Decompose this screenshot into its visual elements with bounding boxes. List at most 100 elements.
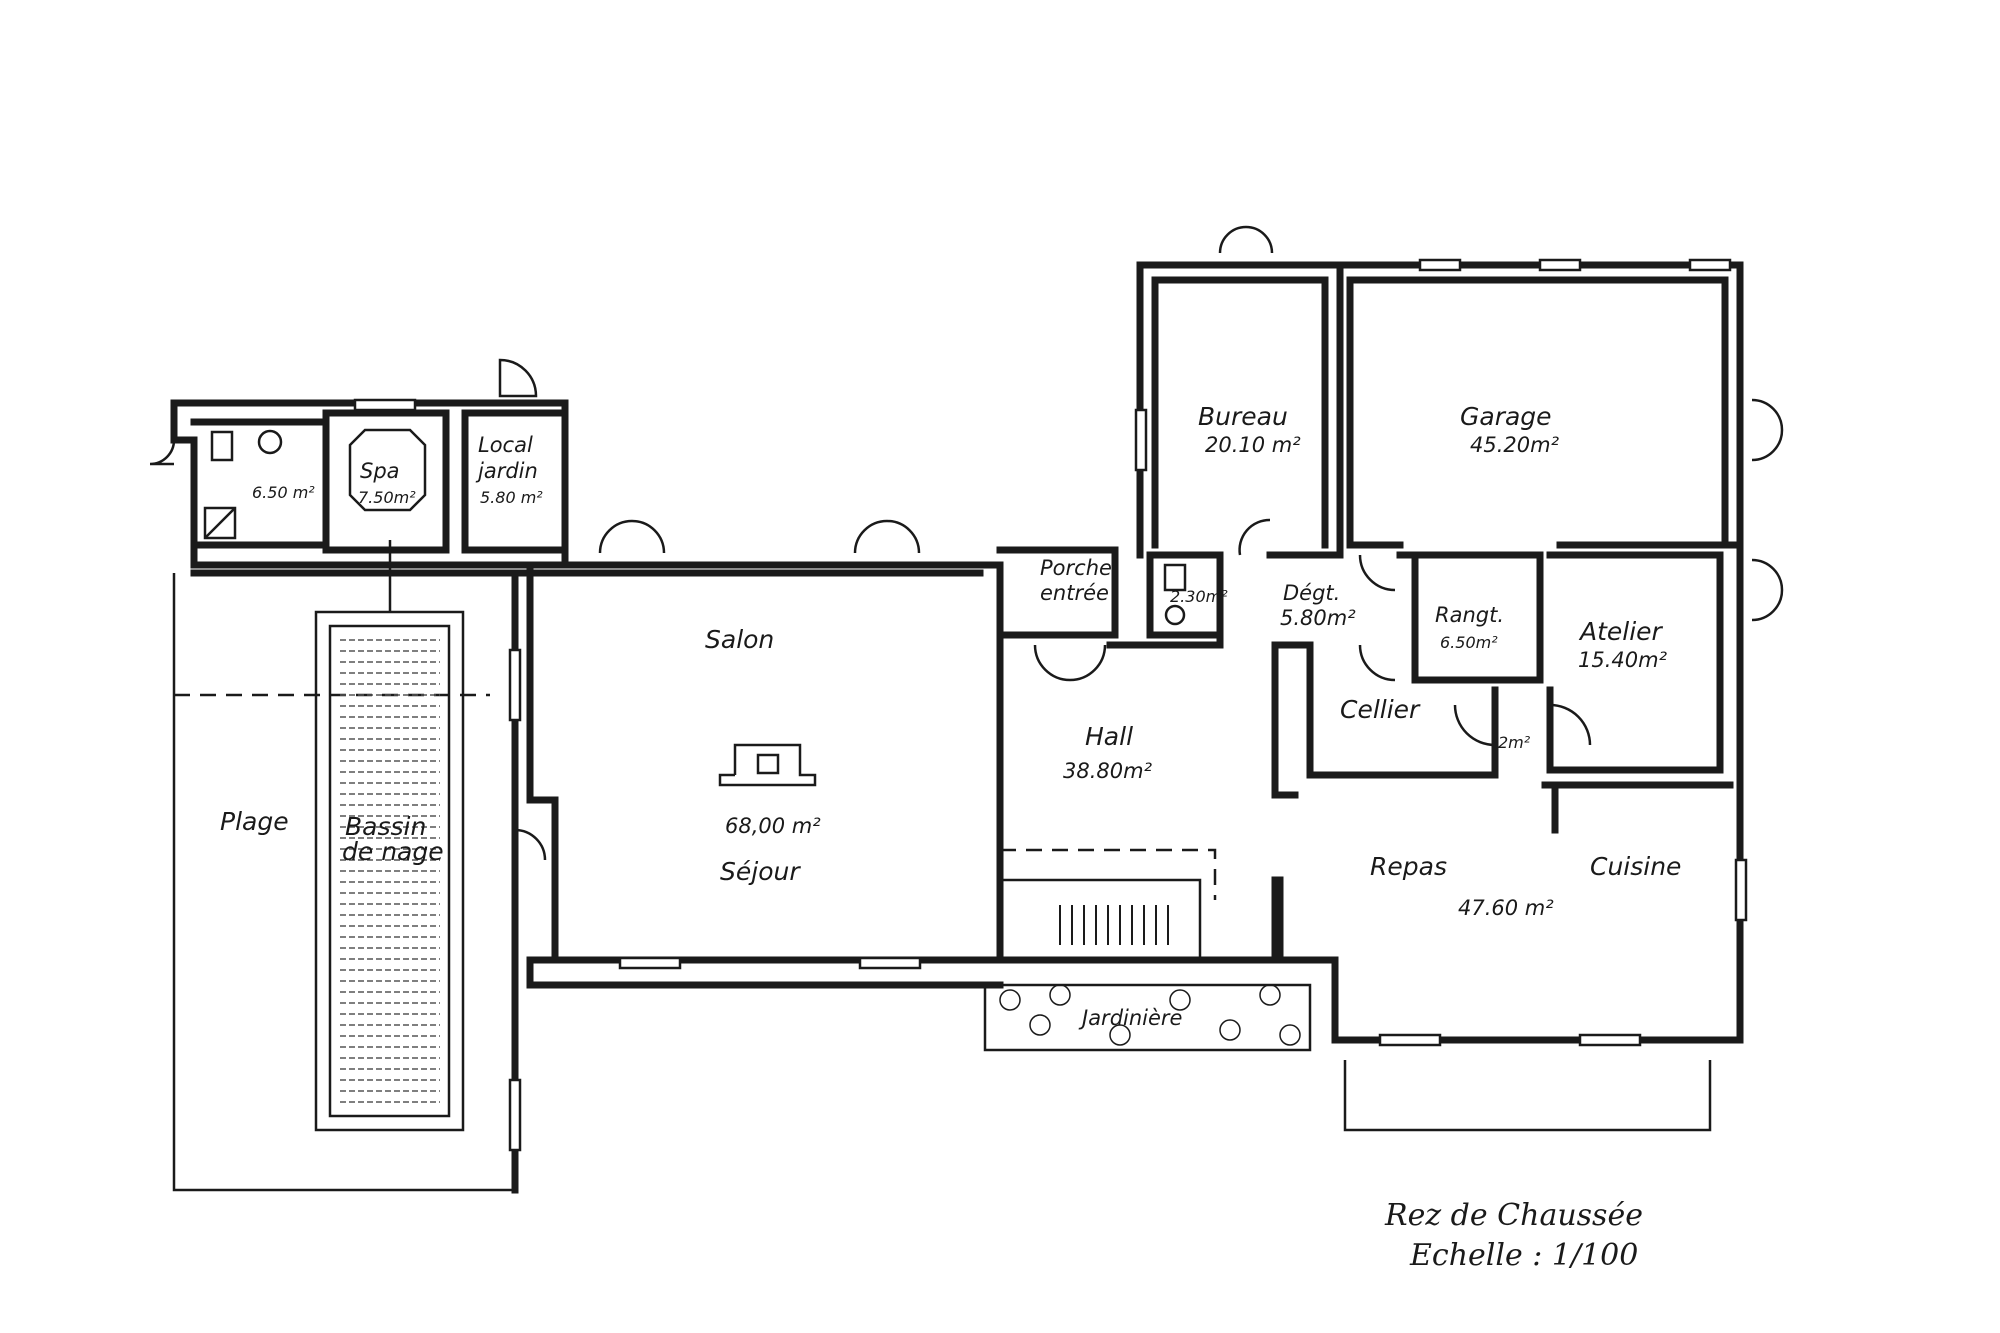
salon-outer-wall [526, 561, 1004, 964]
door-salon-2[interactable] [853, 519, 921, 554]
door-garage[interactable] [1751, 398, 1784, 462]
wc2-wall [1146, 551, 1224, 639]
fixtures [203, 428, 1187, 626]
plant-icon [1049, 984, 1071, 1006]
shower-icon [204, 507, 236, 539]
local-name-label-2: jardin [475, 459, 538, 483]
window [858, 956, 922, 970]
plan-scale: Echelle : 1/100 [1409, 1238, 1638, 1273]
rangt-name-label: Rangt. [1435, 603, 1504, 627]
door-degt[interactable] [1358, 554, 1396, 592]
plant-icon [1279, 1024, 1301, 1046]
bassin-label-2: de nage [342, 837, 444, 866]
window [1538, 258, 1582, 272]
local-jardin-wall [461, 409, 569, 554]
atelier-wall [1546, 551, 1724, 774]
plan-title: Rez de Chaussée [1384, 1198, 1643, 1233]
bureau-name-label: Bureau [1198, 402, 1288, 431]
garage-inner-wall [1346, 276, 1729, 549]
door-salon-1[interactable] [598, 519, 666, 554]
wc-area-label: 6.50 m² [252, 483, 315, 502]
door-cellier[interactable] [1358, 644, 1396, 682]
jardiniere-plants [999, 984, 1301, 1046]
bureau-inner-wall [1151, 276, 1329, 549]
window [1418, 258, 1462, 272]
door-local[interactable] [498, 358, 538, 398]
bassin-label-1: Bassin [345, 812, 426, 841]
porche-label-1: Porche [1040, 556, 1112, 580]
bureau-area-label: 20.10 m² [1205, 433, 1301, 457]
window [1134, 408, 1148, 472]
atelier-name-label: Atelier [1578, 617, 1664, 646]
door-wc[interactable] [149, 439, 176, 466]
porche-wall [996, 546, 1119, 639]
terrace-outline [1343, 1060, 1712, 1132]
rangt-wall [1396, 551, 1544, 684]
jardiniere-outline [983, 983, 1312, 1052]
door-atelier-inner[interactable] [1549, 703, 1592, 746]
door-entree[interactable] [1033, 644, 1107, 682]
spa-tub-icon [348, 428, 427, 512]
window [508, 1078, 522, 1152]
cuisine-label: Cuisine [1590, 852, 1681, 881]
toilet-icon [210, 430, 234, 462]
cellier-wall [1271, 641, 1499, 779]
wc2-sink-icon [1164, 604, 1186, 626]
garage-area-label: 45.20m² [1470, 433, 1560, 457]
hall-north-wall [1106, 551, 1224, 649]
sejour-area-label: 68,00 m² [725, 814, 821, 838]
repas-area-label: 47.60 m² [1458, 896, 1554, 920]
wc2-toilet-icon [1163, 563, 1187, 592]
stairs-steps [1059, 905, 1169, 945]
stairs-outline [998, 878, 1202, 962]
local-name-label-1: Local [478, 433, 533, 457]
fireplace [718, 743, 817, 787]
spa-area-label: 7.50m² [358, 488, 416, 507]
wc2-area-label: 2.30m² [1170, 587, 1228, 606]
windows [353, 258, 1748, 1152]
degt-area-label: 5.80m² [1280, 606, 1356, 630]
plant-icon [1169, 989, 1191, 1011]
spa-wall [322, 409, 450, 554]
hall-area-label: 38.80m² [1063, 759, 1153, 783]
shower-icon [203, 506, 237, 540]
hall-name-label: Hall [1085, 722, 1133, 751]
door-hall[interactable] [1238, 518, 1271, 556]
cellier-west-wall [1271, 641, 1299, 799]
window [353, 398, 417, 412]
cellier-label: Cellier [1340, 695, 1421, 724]
bassin-hatch [340, 639, 440, 1103]
thin-details [172, 540, 1712, 1192]
doors [149, 225, 1784, 861]
plant-icon [1219, 1019, 1241, 1041]
degt-name-label: Dégt. [1283, 581, 1340, 605]
sink-icon [257, 429, 283, 455]
atelier-area-label: 15.40m² [1578, 648, 1668, 672]
jardiniere-label: Jardinière [1078, 1006, 1182, 1030]
window [1578, 1033, 1642, 1047]
window [1734, 858, 1748, 922]
door-small[interactable] [1453, 704, 1496, 747]
salon-label: Salon [705, 625, 774, 654]
bassin-inner [328, 624, 451, 1118]
labels: 6.50 m² Spa 7.50m² Local jardin 5.80 m² … [220, 402, 1681, 1273]
window [618, 956, 682, 970]
window [1688, 258, 1732, 272]
porche-label-2: entrée [1040, 581, 1109, 605]
atelier-east-wall [1331, 541, 1744, 1044]
garage-inner-west [1346, 276, 1404, 549]
plant-icon [1259, 984, 1281, 1006]
local-area-label: 5.80 m² [480, 488, 543, 507]
rangt-area-label: 6.50m² [1440, 633, 1498, 652]
plant-icon [1109, 1024, 1131, 1046]
door-bureau[interactable] [1218, 225, 1274, 254]
sejour-label: Séjour [720, 857, 801, 886]
plant-icon [1029, 1014, 1051, 1036]
plant-icon [999, 989, 1021, 1011]
plage-label: Plage [220, 807, 289, 836]
door-passage[interactable] [514, 828, 547, 861]
repas-west-wall [1271, 876, 1339, 964]
door-atelier[interactable] [1751, 558, 1784, 622]
plage-outline [172, 573, 515, 1192]
